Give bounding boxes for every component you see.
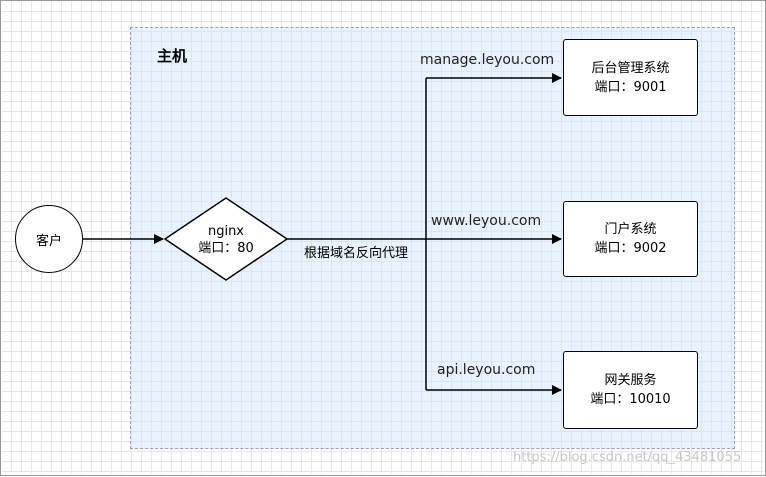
service-port: 端口：10010 — [590, 392, 671, 407]
client-node: 客户 — [15, 205, 83, 273]
service-box-api: 网关服务 端口：10010 — [563, 351, 698, 429]
service-name: 网关服务 — [604, 373, 657, 388]
nginx-diamond — [163, 197, 289, 281]
service-name: 后台管理系统 — [591, 60, 670, 76]
service-port: 端口：9001 — [594, 79, 667, 95]
nginx-node-label: nginx 端口：80 — [165, 223, 287, 257]
route-domain-manage: manage.leyou.com — [420, 52, 555, 68]
nginx-name: nginx — [207, 224, 245, 239]
route-domain-www: www.leyou.com — [431, 213, 542, 229]
route-domain-api: api.leyou.com — [437, 362, 536, 378]
client-label: 客户 — [35, 233, 62, 249]
service-box-www: 门户系统 端口：9002 — [563, 201, 698, 277]
watermark: https://blog.csdn.net/qq_43481055 — [513, 450, 742, 465]
nginx-port: 端口：80 — [198, 241, 254, 256]
service-port: 端口：9002 — [594, 241, 667, 256]
host-title: 主机 — [157, 47, 188, 65]
proxy-label: 根据域名反向代理 — [304, 246, 409, 261]
service-name: 门户系统 — [604, 222, 657, 237]
service-box-manage: 后台管理系统 端口：9001 — [563, 39, 698, 116]
